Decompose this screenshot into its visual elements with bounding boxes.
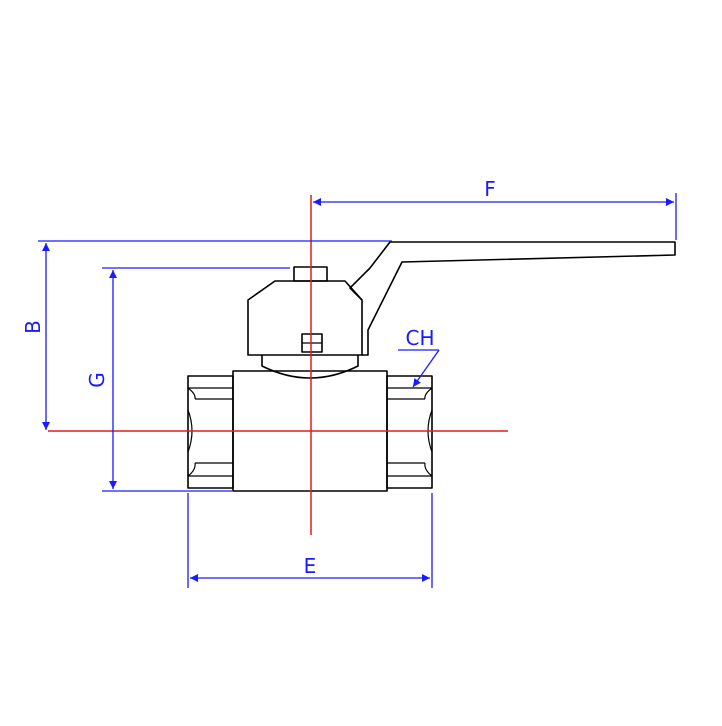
label-g: G: [85, 372, 109, 388]
valve-outline: [187, 241, 676, 492]
dimension-b: B: [21, 240, 392, 430]
lever-handle: [349, 241, 676, 356]
label-e: E: [304, 554, 317, 578]
label-b: B: [21, 320, 45, 334]
dimension-ch: CH: [398, 326, 440, 388]
label-f: F: [484, 177, 496, 201]
valve-body: [232, 355, 388, 492]
bonnet: [247, 266, 363, 356]
right-threaded-end: [386, 375, 433, 489]
centerlines: [48, 195, 508, 535]
dimension-g: G: [85, 267, 290, 492]
left-threaded-end: [187, 375, 234, 489]
label-ch: CH: [405, 326, 434, 350]
dimension-e: E: [187, 493, 433, 588]
dimension-f: F: [313, 177, 677, 240]
dimensions: F B G CH E: [21, 177, 677, 588]
